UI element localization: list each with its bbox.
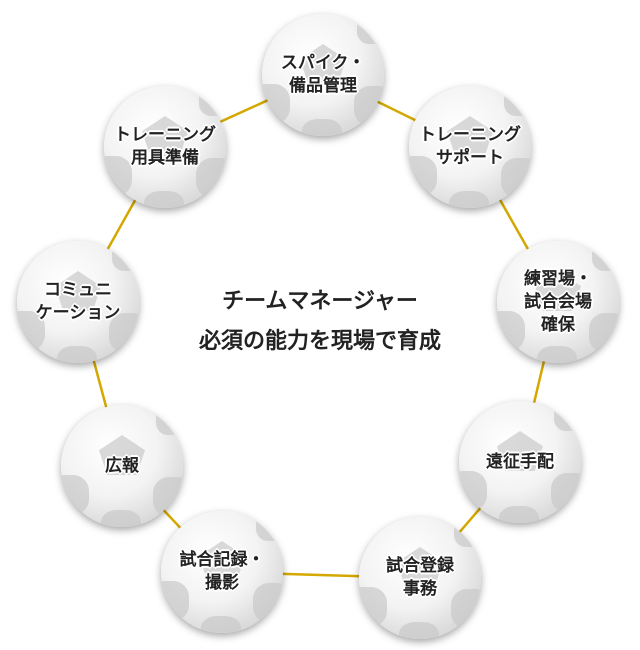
soccer-ball-node-match-recording: 試合記録・撮影: [161, 511, 283, 633]
ball-patch: [256, 511, 283, 541]
node-label-line1: コミュニ: [43, 280, 112, 300]
ball-patch: [399, 622, 439, 639]
ball-patch: [196, 158, 226, 198]
ball-patch: [454, 517, 481, 547]
node-label-line2: 撮影: [205, 573, 239, 593]
node-label-line2: 試合会場: [524, 291, 592, 312]
ball-patch: [504, 86, 531, 116]
ball-patch: [537, 346, 577, 363]
ball-patch: [499, 506, 539, 523]
node-label-line2: サポート: [436, 148, 504, 168]
soccer-ball-node-match-registration: 試合登録事務: [359, 517, 481, 639]
node-label: 試合登録事務: [386, 555, 454, 601]
soccer-ball-node-public-relations: 広報: [61, 405, 183, 527]
node-label: 広報: [105, 455, 139, 478]
ball-patch: [592, 241, 619, 271]
node-label-line1: 試合登録: [386, 556, 454, 576]
ball-patch: [156, 405, 183, 435]
soccer-ball-node-spike-equipment: スパイク・備品管理: [262, 14, 384, 136]
ball-patch: [101, 510, 141, 527]
node-label-line1: トレーニング: [419, 125, 521, 145]
ball-patch: [253, 583, 283, 623]
node-label-line2: 備品管理: [288, 76, 357, 96]
ball-patch: [161, 581, 189, 621]
node-label: 練習場・試合会場確保: [524, 268, 592, 337]
ball-patch: [302, 119, 342, 136]
node-label: トレーニング用具準備: [114, 124, 216, 170]
ball-patch: [551, 473, 581, 513]
node-label-line1: 練習場・: [524, 268, 592, 289]
node-label-line1: 広報: [105, 455, 139, 476]
ball-patch: [104, 156, 132, 196]
node-label-line1: 遠征手配: [486, 451, 554, 472]
ball-patch: [144, 191, 184, 208]
node-label: コミュニケーション: [36, 279, 121, 325]
node-label-line2: ケーション: [35, 303, 121, 323]
ball-patch: [262, 84, 290, 124]
node-label: トレーニングサポート: [419, 124, 521, 170]
soccer-ball-node-travel-arrangement: 遠征手配: [459, 401, 581, 523]
node-label: 遠征手配: [486, 451, 554, 474]
ball-patch: [451, 589, 481, 629]
soccer-ball-node-communication: コミュニケーション: [17, 241, 139, 363]
center-title-line2: 必須の能力を現場で育成: [198, 329, 441, 354]
node-label-line1: 試合記録・: [179, 550, 265, 570]
ball-patch: [409, 156, 437, 196]
node-label: 試合記録・撮影: [180, 549, 265, 595]
ball-patch: [359, 587, 387, 627]
ball-patch: [57, 346, 97, 363]
ball-patch: [449, 191, 489, 208]
ball-patch: [459, 471, 487, 511]
ball-patch: [354, 86, 384, 126]
ball-patch: [201, 616, 241, 633]
ball-patch: [497, 311, 525, 351]
soccer-ball-node-training-support: トレーニングサポート: [409, 86, 531, 208]
ball-patch: [112, 241, 139, 271]
center-title: チームマネージャー 必須の能力を現場で育成: [140, 282, 500, 362]
ball-patch: [153, 477, 183, 517]
soccer-ball-node-venue-booking: 練習場・試合会場確保: [497, 241, 619, 363]
node-label: スパイク・備品管理: [281, 52, 365, 98]
center-title-line1: チームマネージャー: [222, 289, 418, 314]
ball-patch: [61, 475, 89, 515]
ball-patch: [357, 14, 384, 44]
node-label-line2: 用具準備: [131, 148, 199, 168]
ball-patch: [109, 313, 139, 353]
ball-patch: [199, 86, 226, 116]
ball-patch: [554, 401, 581, 431]
node-label-line1: スパイク・: [280, 53, 366, 73]
soccer-ball-node-training-gear: トレーニング用具準備: [104, 86, 226, 208]
ball-patch: [589, 313, 619, 353]
node-label-line3: 確保: [541, 314, 575, 335]
ball-patch: [501, 158, 531, 198]
ball-patch: [17, 311, 45, 351]
node-label-line1: トレーニング: [114, 125, 216, 145]
node-label-line2: 事務: [403, 579, 437, 599]
